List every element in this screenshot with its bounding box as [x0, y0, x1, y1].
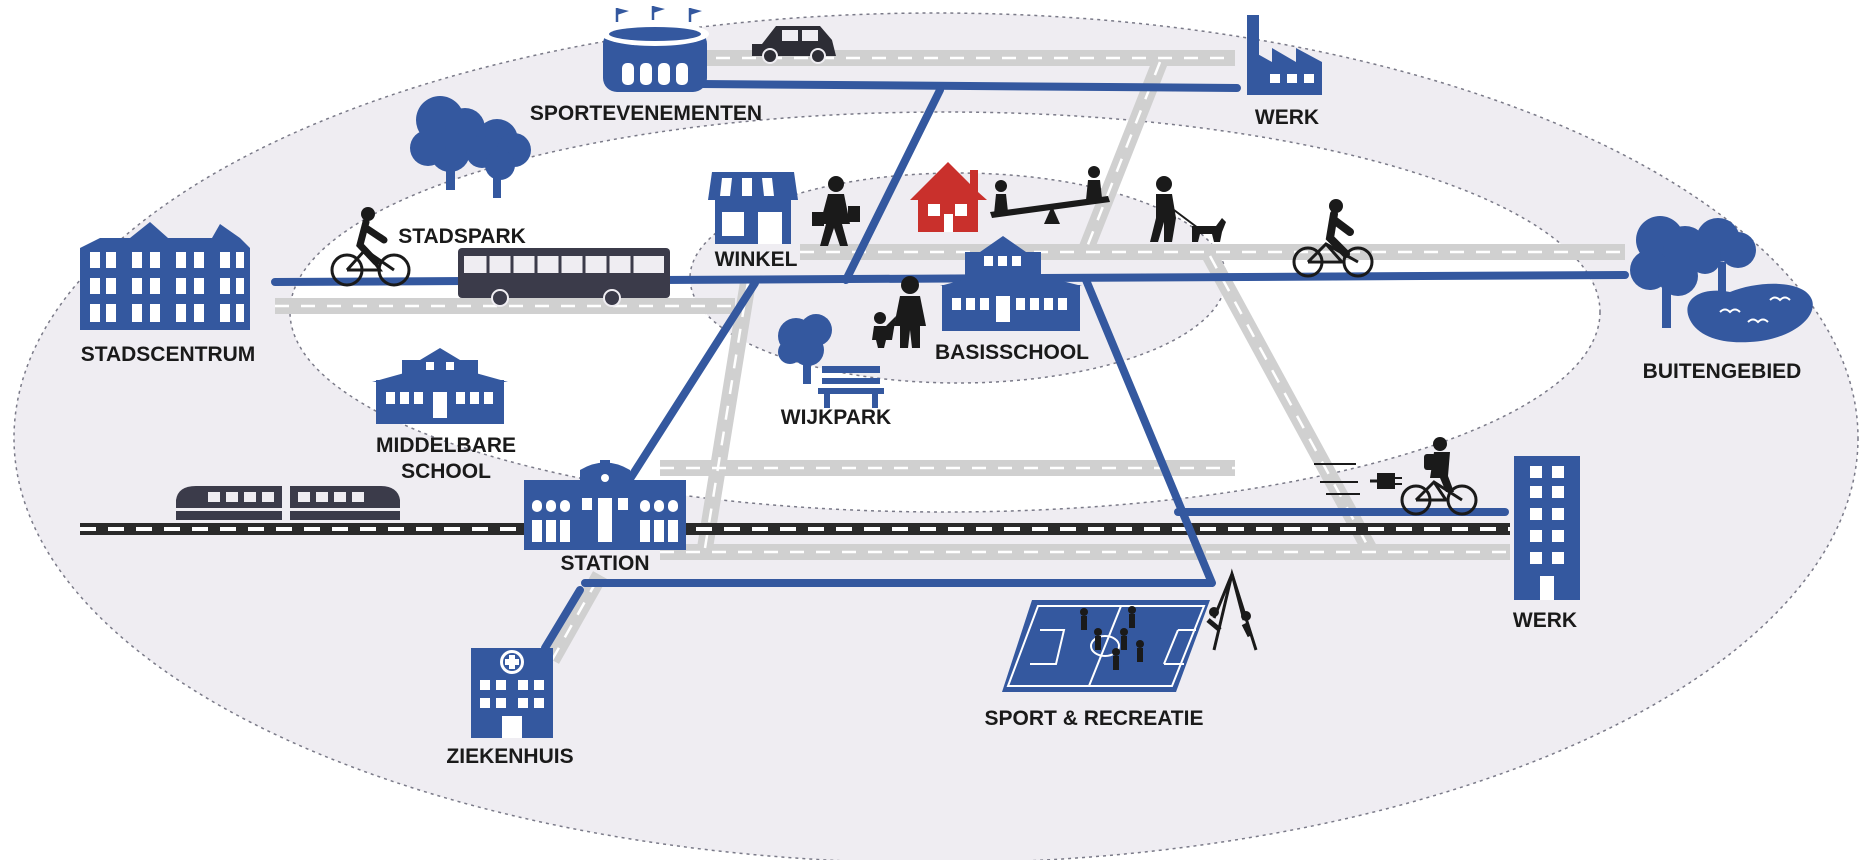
- label-ziekenhuis: ZIEKENHUIS: [446, 745, 573, 768]
- house-icon: [910, 162, 987, 232]
- dog-walker-icon: [1150, 176, 1226, 242]
- stadium-icon: [601, 6, 709, 92]
- label-winkel: WINKEL: [715, 248, 798, 271]
- label-middelbare-school-line2: SCHOOL: [401, 460, 491, 483]
- shopper-icon: [812, 176, 860, 246]
- parent-child-icon: [872, 276, 926, 348]
- station-building-icon: [524, 460, 686, 550]
- label-stadscentrum: STADSCENTRUM: [81, 343, 256, 366]
- pond-icon: [1687, 283, 1813, 343]
- apartment-icon: [80, 222, 250, 330]
- tree-icon: [1630, 216, 1756, 328]
- label-station: STATION: [560, 552, 649, 575]
- train-icon: [176, 486, 400, 520]
- label-wijkpark: WIJKPARK: [781, 406, 891, 429]
- label-sport-recreatie: SPORT & RECREATIE: [985, 707, 1204, 730]
- seesaw-icon: [990, 166, 1110, 224]
- ebike-icon: [1314, 437, 1478, 516]
- rail-track: [80, 523, 1510, 535]
- swing-icon: [1206, 568, 1258, 651]
- shop-icon: [708, 172, 798, 244]
- sports-field-icon: [1002, 600, 1210, 692]
- car-icon: [752, 26, 836, 64]
- hospital-icon: [471, 648, 553, 738]
- label-werk-right: WERK: [1513, 609, 1577, 632]
- school-icon: [372, 348, 508, 424]
- tree-icon: [778, 314, 832, 384]
- label-stadspark: STADSPARK: [398, 225, 526, 248]
- road-network: [275, 50, 1625, 664]
- school-icon: [940, 236, 1082, 331]
- label-werk-top: WERK: [1255, 106, 1319, 129]
- label-basisschool: BASISSCHOOL: [935, 341, 1089, 364]
- label-buitengebied: BUITENGEBIED: [1643, 360, 1802, 383]
- tree-icon: [410, 96, 531, 198]
- bench-icon: [818, 366, 884, 408]
- factory-icon: [1247, 15, 1322, 95]
- cyclist-icon: [330, 207, 411, 287]
- office-tower-icon: [1514, 456, 1580, 600]
- label-sportevenementen: SPORTEVENEMENTEN: [530, 102, 762, 125]
- bus-icon: [458, 248, 670, 307]
- cyclist-icon: [1292, 199, 1374, 278]
- label-middelbare-school-line1: MIDDELBARE: [376, 434, 516, 457]
